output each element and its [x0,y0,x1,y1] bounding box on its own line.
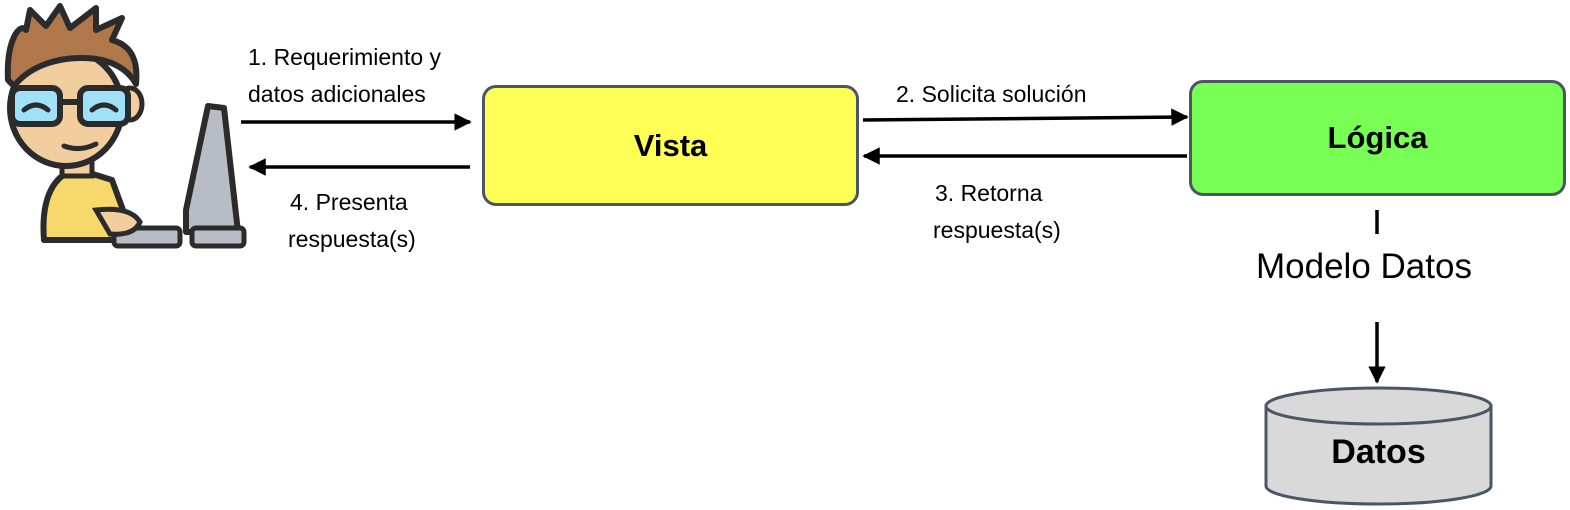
edge-label-retorna-line2: respuesta(s) [933,217,1061,243]
vista-box: Vista [482,85,859,206]
edge-label-solicita: 2. Solicita solución [896,81,1087,107]
edge-label-present-line2: respuesta(s) [288,226,416,252]
vista-label: Vista [633,127,708,163]
edge-label-request-line2: datos adicionales [248,81,426,107]
logica-label: Lógica [1327,120,1428,155]
user-at-computer-icon [4,3,247,249]
edge-label-retorna-line1: 3. Retorna [935,180,1043,206]
modelo-datos-label: Modelo Datos [1256,247,1472,286]
arrow-vista-to-logica [862,108,1189,126]
logica-box: Lógica [1189,80,1566,196]
edge-label-present-line1: 4. Presenta [290,189,408,215]
edge-label-request-line1: 1. Requerimiento y [248,44,442,70]
datos-label: Datos [1331,433,1426,471]
database-cylinder-icon [1264,386,1493,506]
